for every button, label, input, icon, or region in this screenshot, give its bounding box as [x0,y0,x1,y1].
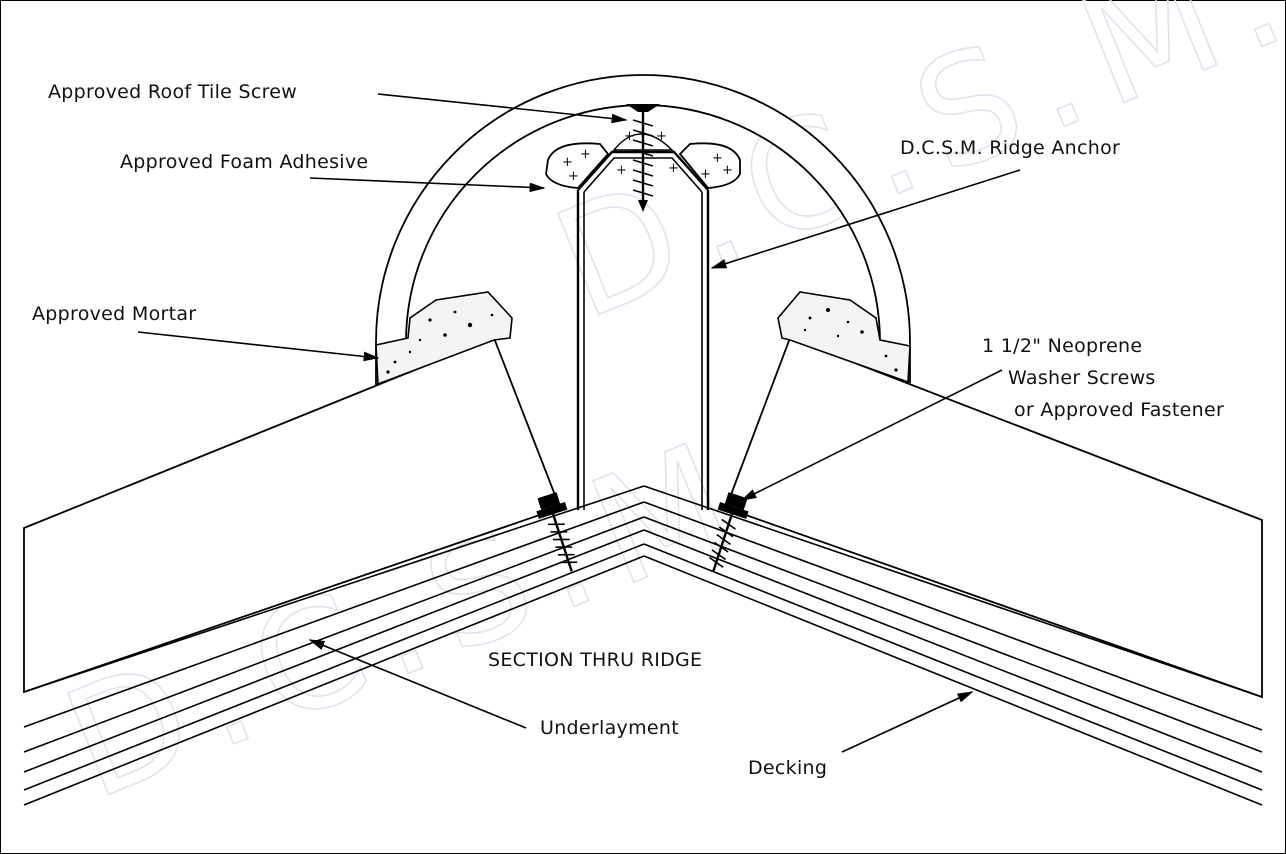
mortar-right [777,291,911,384]
label-ridge-anchor: D.C.S.M. Ridge Anchor [900,137,1120,159]
svg-text:+: + [580,147,591,162]
svg-text:+: + [616,163,627,178]
label-foam-adhesive: Approved Foam Adhesive [120,151,368,173]
leader-lines [137,93,1021,753]
ridge-cap-tile [375,74,911,387]
foam-adhesive-left [545,142,610,189]
svg-text:+: + [712,151,723,166]
right-roof-tile [724,336,1263,699]
leader-foam-adhesive [309,177,546,193]
roof-tile-screw [626,104,660,212]
watermark-upper: D.C.S.M. [533,0,1286,353]
leader-mortar [137,331,380,362]
foam-adhesive-right [678,142,741,189]
left-roof-layers [23,485,645,806]
svg-text:+: + [668,161,679,176]
label-decking: Decking [748,757,827,779]
mortar-texture [386,308,898,374]
label-washer-line1: 1 1/2" Neoprene [982,335,1142,357]
label-washer-line2: Washer Screws [1008,367,1156,389]
right-roof-layers [643,485,1263,806]
svg-text:+: + [700,167,711,182]
label-roof-tile-screw: Approved Roof Tile Screw [48,81,297,103]
leader-ridge-anchor [710,169,1021,269]
svg-text:+: + [562,155,573,170]
mortar-left [375,291,513,386]
foam-texture: +++ +++ +++ + [562,129,733,184]
label-washer-line3: or Approved Fastener [1014,399,1224,421]
label-section-title: SECTION THRU RIDGE [488,649,702,671]
svg-text:+: + [656,129,667,144]
label-mortar: Approved Mortar [32,303,196,325]
label-underlayment: Underlayment [540,717,679,739]
svg-text:+: + [568,169,579,184]
leader-decking [841,691,974,753]
leader-roof-tile-screw [377,93,628,124]
washer-screw-left [536,492,578,572]
svg-text:+: + [624,129,635,144]
leader-washer-screw [740,369,1003,501]
leader-underlayment [308,639,527,729]
svg-text:+: + [722,163,733,178]
